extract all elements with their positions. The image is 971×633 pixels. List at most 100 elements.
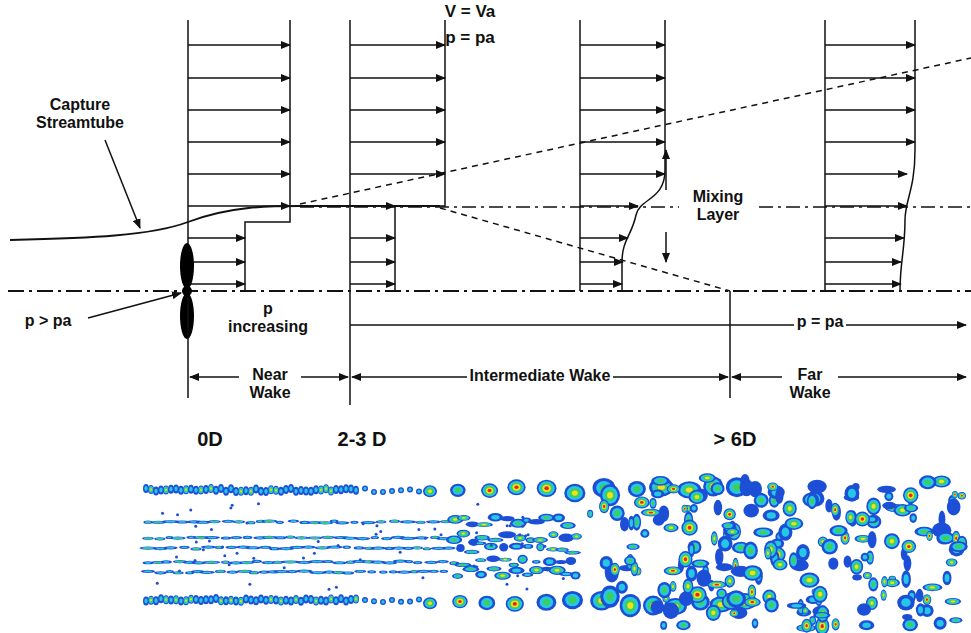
annotation-label: p = pa xyxy=(794,313,847,331)
vortex-blob xyxy=(258,595,264,604)
vortex-blob xyxy=(389,520,400,523)
vortex-blob xyxy=(952,492,957,498)
vortex-blob xyxy=(344,599,347,604)
vortex-blob xyxy=(449,537,460,543)
vortex-blob xyxy=(872,504,876,509)
vortex-blob xyxy=(210,521,219,523)
vortex-blob xyxy=(482,524,487,526)
vortex-blob xyxy=(567,486,583,500)
vortex-blob xyxy=(475,571,487,579)
vortex-blob xyxy=(399,537,417,540)
vortex-blob xyxy=(816,613,828,617)
vortex-blob xyxy=(252,557,255,560)
vortex-blob xyxy=(473,564,476,567)
vortex-blob xyxy=(680,553,691,566)
vortex-blob xyxy=(142,547,154,549)
vortex-blob xyxy=(424,548,430,550)
vortex-blob xyxy=(901,598,911,607)
vortex-blob xyxy=(859,516,866,522)
vortex-blob xyxy=(947,498,961,515)
vortex-blob xyxy=(223,537,229,539)
vortex-blob xyxy=(325,487,327,490)
vortex-blob xyxy=(800,573,820,588)
vortex-blob xyxy=(240,490,242,493)
vortex-blob xyxy=(150,488,152,491)
vortex-blob xyxy=(810,498,814,504)
vortex-blob xyxy=(416,488,422,494)
vortex-blob xyxy=(158,538,162,540)
vortex-blob xyxy=(314,599,317,604)
vortex-blob xyxy=(527,533,530,536)
vortex-blob xyxy=(317,547,328,549)
vortex-blob xyxy=(189,596,194,603)
vortex-blob xyxy=(951,618,960,622)
vortex-blob xyxy=(227,571,239,574)
vortex-blob xyxy=(496,573,509,579)
vortex-blob xyxy=(328,486,334,495)
vortex-blob xyxy=(939,511,946,528)
vortex-blob xyxy=(423,597,437,609)
vortex-blob xyxy=(614,510,620,516)
vortex-blob xyxy=(663,523,678,532)
vortex-blob xyxy=(372,537,377,539)
vortex-blob xyxy=(174,572,182,574)
vortex-blob xyxy=(391,571,396,573)
vortex-blob xyxy=(215,570,226,573)
vortex-blob xyxy=(494,572,511,580)
vortex-blob xyxy=(464,550,480,554)
vortex-blob xyxy=(718,590,725,597)
vortex-blob xyxy=(307,536,322,539)
vortex-blob xyxy=(159,596,162,601)
vortex-blob xyxy=(804,576,814,584)
vortex-blob xyxy=(454,574,462,578)
vortex-blob xyxy=(270,598,272,601)
vortex-blob xyxy=(727,529,737,534)
vortex-blob xyxy=(415,562,420,564)
vortex-blob xyxy=(550,532,558,537)
vortex-blob xyxy=(223,554,226,557)
vortex-blob xyxy=(221,561,230,564)
vortex-blob xyxy=(179,488,182,493)
vortex-blob xyxy=(575,536,578,538)
vortex-blob xyxy=(262,546,269,548)
vortex-blob xyxy=(955,537,957,541)
vortex-blob xyxy=(614,568,616,571)
vortex-blob xyxy=(322,522,328,524)
vortex-blob xyxy=(929,535,931,537)
vortex-blob xyxy=(882,577,887,586)
vortex-blob xyxy=(637,499,647,506)
vortex-blob xyxy=(509,524,512,527)
vortex-blob xyxy=(695,593,699,597)
vortex-blob xyxy=(555,560,567,564)
vortex-blob xyxy=(684,580,692,592)
vortex-blob xyxy=(534,569,538,571)
vortex-blob xyxy=(681,623,686,627)
vortex-blob xyxy=(375,524,378,527)
vortex-blob xyxy=(953,492,957,496)
vortex-blob xyxy=(746,544,756,556)
vortex-blob xyxy=(264,520,275,522)
vortex-blob xyxy=(164,596,169,603)
vortex-blob xyxy=(441,570,446,572)
vortex-blob xyxy=(214,488,217,493)
vortex-blob xyxy=(161,560,172,563)
vortex-blob xyxy=(651,476,670,486)
vortex-blob xyxy=(324,486,327,491)
vortex-blob xyxy=(329,597,332,602)
vortex-blob xyxy=(278,487,284,496)
vortex-blob xyxy=(427,561,435,563)
vortex-blob xyxy=(445,547,452,549)
vortex-blob xyxy=(571,571,581,579)
vortex-blob xyxy=(902,618,918,631)
vortex-blob xyxy=(726,590,746,607)
vortex-blob xyxy=(711,482,725,495)
vortex-blob xyxy=(768,483,777,490)
vortex-blob xyxy=(249,547,258,549)
vortex-blob xyxy=(245,537,250,539)
vortex-blob xyxy=(907,622,913,627)
velocity-arrow xyxy=(825,44,915,46)
vortex-blob xyxy=(721,539,729,548)
vortex-blob xyxy=(145,547,151,549)
vortex-blob xyxy=(683,521,696,534)
vortex-blob xyxy=(922,477,934,487)
